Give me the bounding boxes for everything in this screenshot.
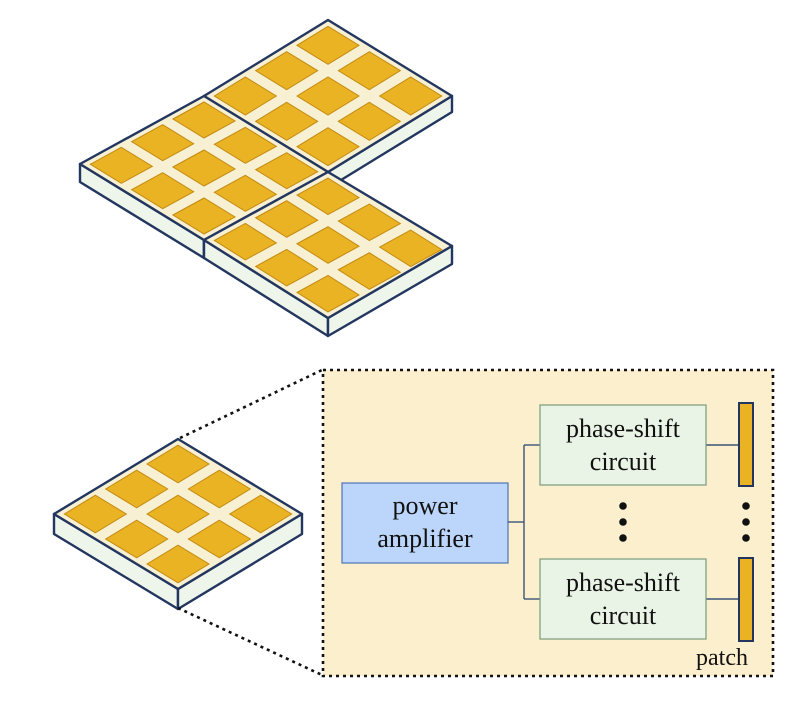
patch-element bbox=[146, 444, 210, 484]
tile-group bbox=[52, 18, 454, 611]
phase-shift-bottom-label-line2: circuit bbox=[590, 601, 657, 630]
patch-element bbox=[296, 127, 360, 167]
patch-element bbox=[213, 174, 278, 212]
patch-element bbox=[296, 76, 360, 116]
ellipsis-dots-circuits bbox=[619, 502, 627, 542]
patch-element bbox=[337, 203, 402, 242]
zoom-line-bottom bbox=[177, 606, 323, 677]
patch-element bbox=[146, 494, 210, 534]
phase-shift-circuit-top bbox=[539, 404, 707, 486]
patch-element bbox=[130, 172, 195, 210]
patch-element bbox=[172, 149, 236, 187]
patch-element bbox=[254, 248, 319, 287]
patch-label: patch bbox=[696, 645, 748, 671]
power-amplifier-block bbox=[341, 482, 509, 564]
patch-element bbox=[213, 222, 278, 261]
patch-element bbox=[296, 226, 360, 264]
phase-shift-top-label-line1: phase-shift bbox=[566, 414, 681, 443]
patch-element bbox=[146, 544, 210, 584]
patch-element bbox=[296, 25, 360, 65]
phase-shift-bottom-label-line1: phase-shift bbox=[566, 568, 681, 597]
patch-element bbox=[337, 51, 402, 91]
patch-element bbox=[213, 126, 278, 164]
patch-element bbox=[172, 101, 236, 139]
patch-element-bottom bbox=[738, 557, 754, 642]
patch-element bbox=[187, 469, 252, 509]
feed-network bbox=[508, 444, 739, 600]
patch-element bbox=[254, 200, 319, 238]
patch-element bbox=[130, 124, 195, 162]
patch-element bbox=[296, 177, 360, 216]
ellipsis-dots-patches bbox=[742, 502, 750, 542]
patch-element bbox=[213, 76, 278, 116]
patch-element bbox=[172, 197, 236, 235]
tile-front bbox=[202, 170, 454, 338]
phase-shift-top-label-line2: circuit bbox=[590, 447, 657, 476]
patch-element bbox=[187, 519, 252, 559]
patch-element bbox=[63, 494, 128, 534]
patch-element bbox=[104, 469, 169, 509]
patch-element bbox=[337, 101, 402, 141]
patch-element bbox=[89, 146, 154, 184]
zoom-line-top bbox=[179, 368, 323, 440]
patch-element bbox=[378, 229, 443, 268]
patch-element bbox=[296, 274, 360, 313]
patch-element bbox=[228, 494, 293, 534]
power-amplifier-label-line2: amplifier bbox=[377, 524, 473, 553]
power-amplifier-label-line1: power bbox=[393, 491, 458, 520]
patch-element bbox=[378, 76, 443, 116]
patch-element bbox=[254, 51, 319, 91]
patch-element-top bbox=[738, 402, 754, 487]
patch-element bbox=[337, 252, 402, 290]
patch-element bbox=[254, 152, 319, 190]
patch-element bbox=[104, 519, 169, 559]
phase-shift-circuit-bottom bbox=[539, 558, 707, 640]
patch-element bbox=[254, 101, 319, 141]
tile-single bbox=[52, 437, 304, 611]
